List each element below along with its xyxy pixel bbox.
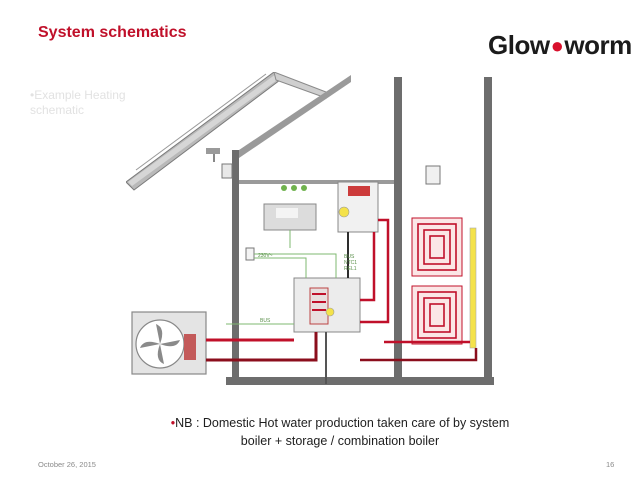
heating-schematic-diagram: 230V~ BUS NTC1 REL1 BUS [126, 72, 494, 385]
caption-bullet: • [170, 416, 176, 430]
diagram-labels: 230V~ BUS NTC1 REL1 BUS [258, 253, 357, 324]
fan-icon [140, 324, 180, 364]
label-230v: 230V~ [258, 253, 273, 259]
footer-page-number: 16 [606, 460, 615, 469]
logo-text-part2: worm [564, 30, 632, 60]
pipework [206, 218, 478, 384]
glow-worm-logo: Glow●worm [488, 30, 632, 61]
room-thermostat [425, 165, 441, 185]
logo-text-part1: Glow [488, 30, 550, 60]
label-rel1: REL1 [344, 266, 357, 272]
underfloor-heating-coils [411, 217, 477, 349]
heat-pump-outdoor-unit [131, 311, 207, 375]
slide-title: System schematics [38, 24, 187, 41]
footer-date: October 26, 2015 [38, 460, 96, 469]
slide-caption: •NB : Domestic Hot water production take… [120, 414, 560, 450]
wall-socket [245, 247, 255, 261]
roof [126, 72, 327, 191]
caption-line-2: boiler + storage / combination boiler [240, 434, 440, 448]
label-ntc1: NTC1 [344, 260, 357, 266]
logo-dot-icon: ● [550, 33, 564, 58]
system-boiler [337, 181, 379, 233]
outdoor-sensor [221, 163, 233, 179]
caption-line-1: NB : Domestic Hot water production taken… [175, 416, 510, 430]
label-bus-bottom: BUS [260, 318, 271, 324]
gutter [206, 148, 220, 162]
system-controller [263, 185, 317, 231]
label-bus-top: BUS [344, 254, 355, 260]
hydraulic-station [293, 277, 361, 333]
schematic-subtitle: •Example Heating schematic [30, 88, 126, 117]
house-walls [226, 75, 494, 385]
